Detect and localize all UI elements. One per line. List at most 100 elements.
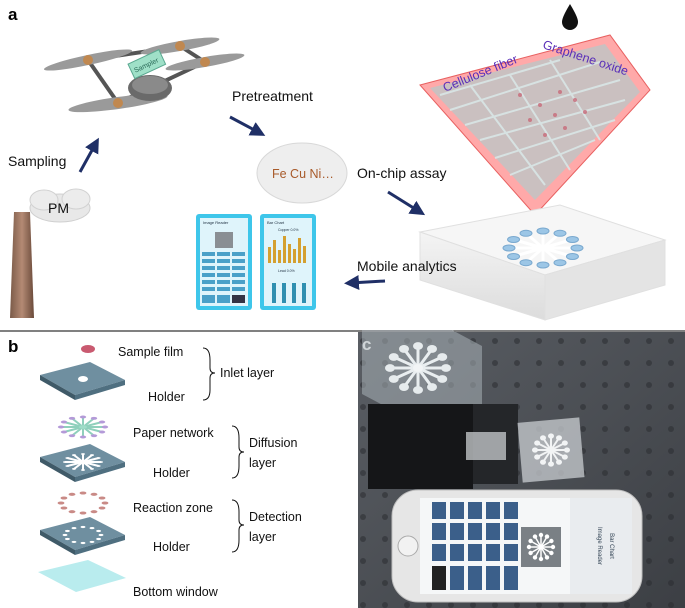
- photoChipBig-dot: [427, 345, 437, 353]
- chipRing-dot: [536, 227, 550, 235]
- paperNet-dot: [68, 416, 76, 420]
- holderSlots-dot: [90, 468, 94, 470]
- photoChipSmall-dot: [561, 454, 568, 460]
- paper-network-label: Paper network: [133, 426, 214, 440]
- holderSlots-spoke: [82, 461, 93, 470]
- photoChipSmall-dot: [534, 440, 541, 446]
- diffusion-brace: [231, 425, 245, 479]
- photoChipSmall-dot: [564, 447, 570, 453]
- holderSlots-dot: [81, 453, 85, 455]
- holderSlots-dot: [90, 454, 94, 456]
- reactionDots-dot: [60, 506, 68, 510]
- onchip-arrow: [387, 190, 426, 216]
- reactionDots-dot: [90, 492, 98, 496]
- drone-illustration: Sampler: [43, 37, 245, 113]
- panel-a: a Sampler Pretreatment Sampling: [8, 4, 667, 321]
- photoChipPhone-dot: [538, 532, 544, 538]
- holderSlots-spoke: [82, 457, 99, 463]
- photoChipSmall-dot: [532, 447, 538, 453]
- chipRing-dot: [553, 229, 567, 237]
- chip-device-box: [418, 204, 667, 321]
- holderSlots-dot: [99, 461, 103, 463]
- photoChipBig-dot: [437, 353, 448, 361]
- holderSlots-dot: [65, 457, 70, 459]
- bottom-window-label: Bottom window: [133, 585, 219, 599]
- photoChipSmall-dot: [561, 440, 568, 446]
- holderHoles-dot: [71, 527, 77, 530]
- holderSlots-dot: [65, 465, 70, 467]
- sample-film: [81, 345, 95, 353]
- reactionDots-dot: [101, 501, 109, 505]
- detection-label-line1: Detection: [249, 510, 302, 524]
- phone-2-bar-chart-2: [272, 283, 306, 303]
- mobile-analytics-label: Mobile analytics: [357, 258, 457, 274]
- loose-chip: [517, 417, 585, 483]
- photoChipSmall-dot: [556, 459, 562, 465]
- photoChipPhone-dot: [549, 550, 554, 556]
- pm-cloud: PM: [29, 188, 91, 223]
- reactionDots-dot: [57, 501, 65, 505]
- photoChipPhone-dot: [538, 556, 544, 562]
- photoChipBig-dot: [399, 383, 409, 391]
- paperNet-dot: [60, 420, 68, 424]
- paperNet-dot: [98, 430, 106, 434]
- photoChipBig-dot: [441, 364, 451, 372]
- reactionDots-dot: [60, 496, 68, 500]
- smartphone-photo: Image Reader Bar Chart: [391, 489, 643, 603]
- holderHoles-dot: [96, 529, 101, 533]
- diffusion-label-line2: layer: [249, 456, 276, 470]
- sampling-arrow: [78, 137, 99, 173]
- inlet-brace: [202, 347, 216, 401]
- chipRing-dot: [570, 244, 584, 252]
- chimney-illustration: [10, 212, 34, 318]
- paperNet-dot: [68, 434, 76, 438]
- paperNet-dot: [79, 415, 87, 419]
- holderSlots-spoke: [82, 461, 99, 467]
- chipRing-dot: [507, 253, 521, 260]
- holderSlots-dot: [96, 465, 101, 467]
- detection-brace: [231, 499, 245, 553]
- paperNet-dot: [98, 420, 106, 424]
- photoChipPhone-dot: [550, 544, 556, 550]
- phone-screen-2-title: Bar Chart: [267, 220, 285, 225]
- paperNet-dot: [60, 430, 68, 434]
- phone-2-bar-chart-1: [268, 236, 306, 263]
- holderSlots-dot: [63, 461, 67, 463]
- phone-2-chart1-title: Copper 0.0%: [278, 228, 298, 232]
- photoChipBig-dot: [388, 353, 399, 361]
- holderSlots-dot: [81, 469, 85, 471]
- paperNet-dot: [101, 425, 109, 429]
- photoChipBig-dot: [413, 342, 423, 350]
- sampling-label: Sampling: [8, 153, 66, 169]
- holderHoles-dot: [62, 533, 68, 537]
- photoChipBig-dot: [399, 345, 409, 353]
- holder-2-label: Holder: [153, 466, 190, 480]
- reactionDots-dot: [68, 492, 76, 496]
- phone-1-chip-image: [215, 232, 233, 248]
- chipRing-dot: [519, 259, 533, 267]
- mobile-phone-screens: Image Reader Bar Chart Copper 0.0% Lead …: [196, 214, 316, 310]
- holderSlots-dot: [72, 454, 76, 456]
- reactionDots-dot: [98, 506, 106, 510]
- reactionDots-dot: [90, 510, 98, 514]
- photoChipPhone-dot: [526, 544, 532, 550]
- phone-photo-button-grid: [432, 502, 518, 590]
- reactionDots-dot: [79, 491, 87, 495]
- photoChipSmall-dot: [540, 459, 546, 465]
- reactionDots-dot: [79, 511, 87, 515]
- panel-a-letter: a: [8, 5, 18, 24]
- photo-chip-small: [532, 433, 570, 467]
- paperNet-dot: [90, 416, 98, 420]
- paperNet-dot: [90, 434, 98, 438]
- holderSlots-dot: [96, 457, 101, 459]
- photoChipPhone-dot: [532, 555, 538, 560]
- photoChipBig-dot: [437, 375, 448, 383]
- chipRing-dot: [519, 229, 533, 237]
- reaction-zones: [57, 491, 109, 515]
- holder-hole-ring: [62, 525, 104, 545]
- chipRing-dot: [565, 236, 579, 243]
- mobile-analytics-arrow: [344, 274, 386, 290]
- photoChipSmall-dot: [540, 435, 546, 441]
- chip-reaction-ring: [502, 227, 584, 269]
